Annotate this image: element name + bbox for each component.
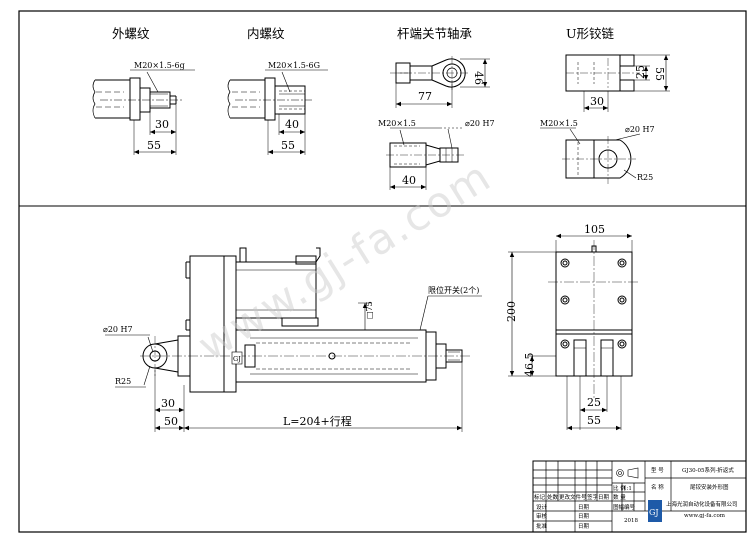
tb-year: 2018 bbox=[624, 518, 638, 524]
tb-company: 上海光润自动化设备有限公司 bbox=[666, 500, 738, 508]
front-hole-label: ⌀20 H7 bbox=[103, 325, 133, 334]
company-logo: GJ bbox=[648, 500, 662, 522]
limit-switch-label: 限位开关(2个) bbox=[428, 285, 479, 295]
tb-scale-value: 1:1 bbox=[623, 486, 632, 492]
tb-checker-label: 审核 bbox=[536, 512, 548, 520]
clevis-dim-outer: 55 bbox=[653, 67, 666, 81]
housing-logo: GJ bbox=[231, 351, 243, 365]
u-clevis-side-view bbox=[540, 127, 641, 184]
title-block-grid bbox=[532, 460, 747, 533]
svg-text:GJ: GJ bbox=[233, 355, 241, 363]
rod-end-dim-length: 77 bbox=[418, 90, 432, 103]
rod-end-thread-label: M20×1.5 bbox=[378, 119, 416, 128]
tb-checker-date: 日期 bbox=[578, 513, 590, 520]
tb-hdr-sheet: 图幅编号 bbox=[613, 503, 636, 511]
square-75-label: □75 bbox=[365, 301, 374, 319]
tb-designer-date: 日期 bbox=[578, 504, 590, 511]
tb-scale-label: 比 例 bbox=[613, 484, 626, 492]
rod-end-dim-thread-len: 40 bbox=[402, 174, 416, 187]
tb-designer-label: 设计 bbox=[536, 503, 548, 511]
ext-dim-overall: 55 bbox=[147, 139, 161, 152]
side-dim-46-5: 46.5 bbox=[523, 353, 536, 378]
drawing-border bbox=[18, 10, 747, 533]
tb-hdr-date: 日期 bbox=[598, 494, 610, 501]
clevis-dim-length: 30 bbox=[590, 95, 604, 108]
title-external-thread: 外螺纹 bbox=[112, 26, 150, 41]
ext-dim-thread-len: 30 bbox=[155, 118, 169, 131]
front-dim-30: 30 bbox=[161, 397, 175, 410]
clevis-radius-label: R25 bbox=[637, 173, 653, 182]
int-dim-overall: 55 bbox=[281, 139, 295, 152]
rod-end-bearing-top-view bbox=[390, 56, 490, 108]
title-rod-end-bearing: 杆端关节轴承 bbox=[397, 26, 473, 41]
tb-quantity-label: 数 量 bbox=[613, 493, 626, 501]
tb-hdr-mark: 标记 bbox=[534, 493, 546, 501]
side-dim-width: 105 bbox=[584, 223, 605, 236]
tb-hdr-file: 更改文件号 bbox=[559, 493, 587, 501]
rod-end-bearing-side-view bbox=[386, 127, 466, 190]
projection-symbol bbox=[616, 467, 639, 479]
front-stroke-label: L=204+行程 bbox=[283, 415, 352, 428]
clevis-thread-label: M20×1.5 bbox=[540, 119, 578, 128]
tb-website: www.gj-fa.com bbox=[684, 513, 726, 519]
rod-end-dim-height: 46 bbox=[472, 71, 485, 85]
external-thread-drawing bbox=[92, 69, 195, 155]
tb-hdr-sign: 签字 bbox=[587, 493, 599, 501]
tb-model-label: 型 号 bbox=[651, 466, 664, 474]
int-thread-label: M20×1.5-6G bbox=[268, 61, 320, 70]
actuator-front-view bbox=[105, 247, 482, 432]
side-dim-height: 200 bbox=[505, 301, 518, 322]
clevis-dim-inner: 25 bbox=[634, 65, 647, 79]
ext-thread-label: M20×1.5-6g bbox=[134, 61, 185, 70]
side-dim-25: 25 bbox=[587, 396, 601, 409]
tb-approver-date: 日期 bbox=[578, 523, 590, 530]
side-dim-55: 55 bbox=[587, 414, 601, 427]
title-u-clevis: U形铰链 bbox=[566, 26, 615, 41]
title-internal-thread: 内螺纹 bbox=[247, 26, 285, 41]
u-clevis-top-view bbox=[565, 54, 670, 112]
tb-hdr-count: 处数 bbox=[547, 493, 559, 501]
actuator-side-view bbox=[508, 233, 640, 431]
int-dim-thread-len: 40 bbox=[285, 118, 299, 131]
front-radius-label: R25 bbox=[115, 377, 131, 386]
internal-thread-drawing bbox=[227, 69, 328, 155]
clevis-hole-label: ⌀20 H7 bbox=[625, 125, 655, 134]
front-dim-50: 50 bbox=[164, 415, 178, 428]
svg-text:GJ: GJ bbox=[649, 508, 659, 517]
tb-name-value: 尾铰安装外形图 bbox=[690, 483, 729, 491]
tb-model-value: GJ30-05系列-折返式 bbox=[682, 466, 734, 474]
rod-end-hole-label: ⌀20 H7 bbox=[465, 119, 495, 128]
tb-approver-label: 批准 bbox=[536, 522, 548, 530]
tb-name-label: 名 称 bbox=[651, 483, 664, 491]
